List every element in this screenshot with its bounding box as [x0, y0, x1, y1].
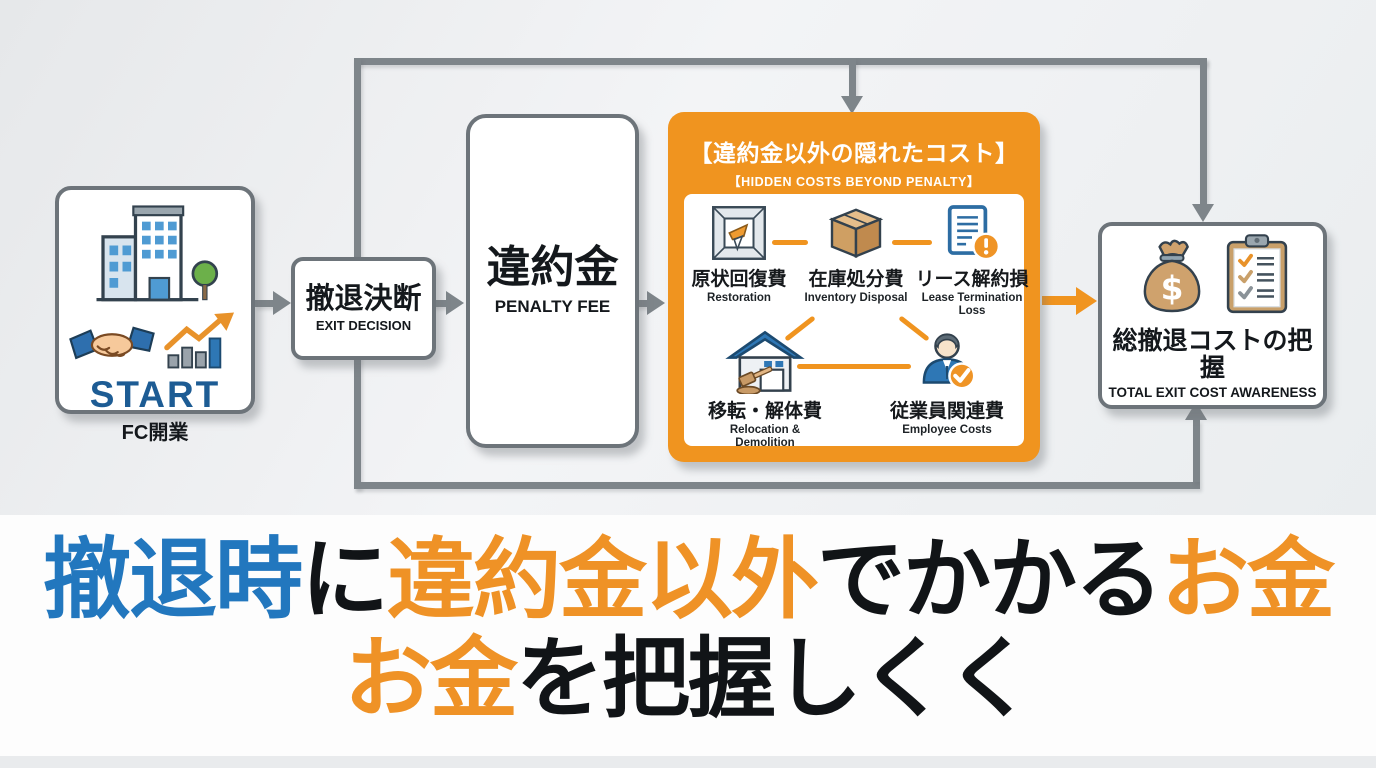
arrowhead-hidden-to-total: [1076, 287, 1097, 315]
employee-icon: [914, 328, 980, 399]
node-hidden-costs: 【違約金以外の隠れたコスト】 【HIDDEN COSTS BEYOND PENA…: [668, 112, 1040, 462]
cost-label: 従業員関連費: [889, 401, 1004, 422]
cost-sublabel: Restoration: [707, 291, 771, 304]
headline-segment: を把握しくく: [516, 628, 1034, 728]
arrowhead-into-hidden-costs: [841, 96, 863, 114]
cost-item-inventory: 在庫処分費 Inventory Disposal: [800, 204, 912, 305]
arrow-exit-to-penalty: [428, 300, 448, 307]
hidden-costs-subtitle: 【HIDDEN COSTS BEYOND PENALTY】: [728, 175, 980, 189]
hidden-costs-title: 【違約金以外の隠れたコスト】: [689, 140, 1019, 166]
total-title: 総撤退コストの把握: [1112, 327, 1313, 382]
headline-segment: 違約金以外: [386, 530, 819, 629]
arrow-start-to-exit: [255, 300, 277, 307]
right-vertical-bottom: [1193, 420, 1200, 482]
cost-label: リース解約損: [915, 269, 1029, 290]
link-relocation-employee: [797, 364, 911, 369]
headline-segment: 撤退時: [42, 530, 303, 629]
cost-label: 原状回復費: [691, 269, 787, 290]
cost-sublabel: Lease Termination Loss: [921, 291, 1023, 318]
link-restoration-inventory: [772, 240, 808, 245]
svg-text:$: $: [1160, 269, 1183, 308]
arrowhead-into-total-top: [1192, 204, 1214, 222]
left-vertical-bottom: [354, 350, 361, 489]
top-loop-line: [354, 58, 1207, 65]
cost-item-employee: 従業員関連費 Employee Costs: [880, 328, 1014, 437]
right-vertical-top: [1200, 58, 1207, 206]
start-subtitle: FC開業: [121, 422, 189, 444]
cost-label: 在庫処分費: [808, 269, 904, 290]
buildings-icon: [89, 200, 221, 309]
arrowhead-penalty-to-hidden: [647, 291, 665, 315]
headline-line1: 撤退時に違約金以外でかかるお金: [42, 530, 1335, 630]
left-vertical-top: [354, 58, 361, 259]
cost-item-relocation: 移転・解体費 Relocation & Demolition: [700, 328, 830, 450]
bottom-loop-line: [354, 482, 1200, 489]
link-inventory-lease: [892, 240, 932, 245]
exit-decision-subtitle: EXIT DECISION: [315, 317, 412, 333]
hidden-costs-panel: 原状回復費 Restoration 在庫処分費 Inventory Dispos…: [684, 194, 1029, 449]
penalty-title: 違約金: [486, 242, 619, 292]
cost-item-restoration: 原状回復費 Restoration: [684, 204, 794, 305]
start-title: START: [89, 374, 221, 415]
checklist-icon: [1223, 233, 1291, 320]
arrowhead-exit-to-penalty: [446, 291, 464, 315]
inventory-box-icon: [824, 204, 888, 267]
cost-item-lease: リース解約損 Lease Termination Loss: [912, 204, 1032, 318]
penalty-subtitle: PENALTY FEE: [494, 297, 611, 317]
arrow-penalty-to-hidden: [631, 300, 649, 307]
footer-strip: [0, 756, 1376, 768]
restoration-icon: [710, 204, 768, 267]
headline-segment: お金: [343, 628, 518, 728]
arrow-hidden-to-total: [1042, 296, 1078, 305]
relocation-house-icon: [725, 328, 805, 399]
handshake-icon: [69, 321, 155, 374]
headline-line2: お金を把握しくく: [343, 628, 1034, 729]
node-penalty-fee: 違約金 PENALTY FEE: [466, 114, 639, 448]
cost-sublabel: Employee Costs: [902, 423, 992, 436]
headline-segment: でかかる: [817, 530, 1163, 629]
cost-label: 移転・解体費: [707, 401, 822, 422]
node-exit-decision: 撤退決断 EXIT DECISION: [291, 257, 436, 360]
node-start: START FC開業: [55, 186, 255, 444]
center-drop-line: [849, 58, 856, 100]
headline-section: 撤退時に違約金以外でかかるお金 お金を把握しくく: [0, 515, 1376, 756]
money-bag-icon: $: [1135, 233, 1209, 320]
total-subtitle: TOTAL EXIT COST AWARENESS: [1108, 384, 1317, 400]
lease-document-icon: [942, 204, 1002, 267]
arrowhead-start-to-exit: [273, 291, 291, 315]
headline-segment: お金: [1161, 530, 1335, 629]
exit-decision-title: 撤退決断: [305, 283, 422, 316]
growth-chart-icon: [163, 311, 241, 374]
cost-sublabel: Inventory Disposal: [804, 291, 908, 304]
cost-sublabel: Relocation & Demolition: [729, 423, 801, 450]
headline-segment: に: [300, 530, 389, 629]
node-total-cost: $ 総撤退コストの把握 TOTAL EXIT COST A: [1098, 222, 1327, 409]
